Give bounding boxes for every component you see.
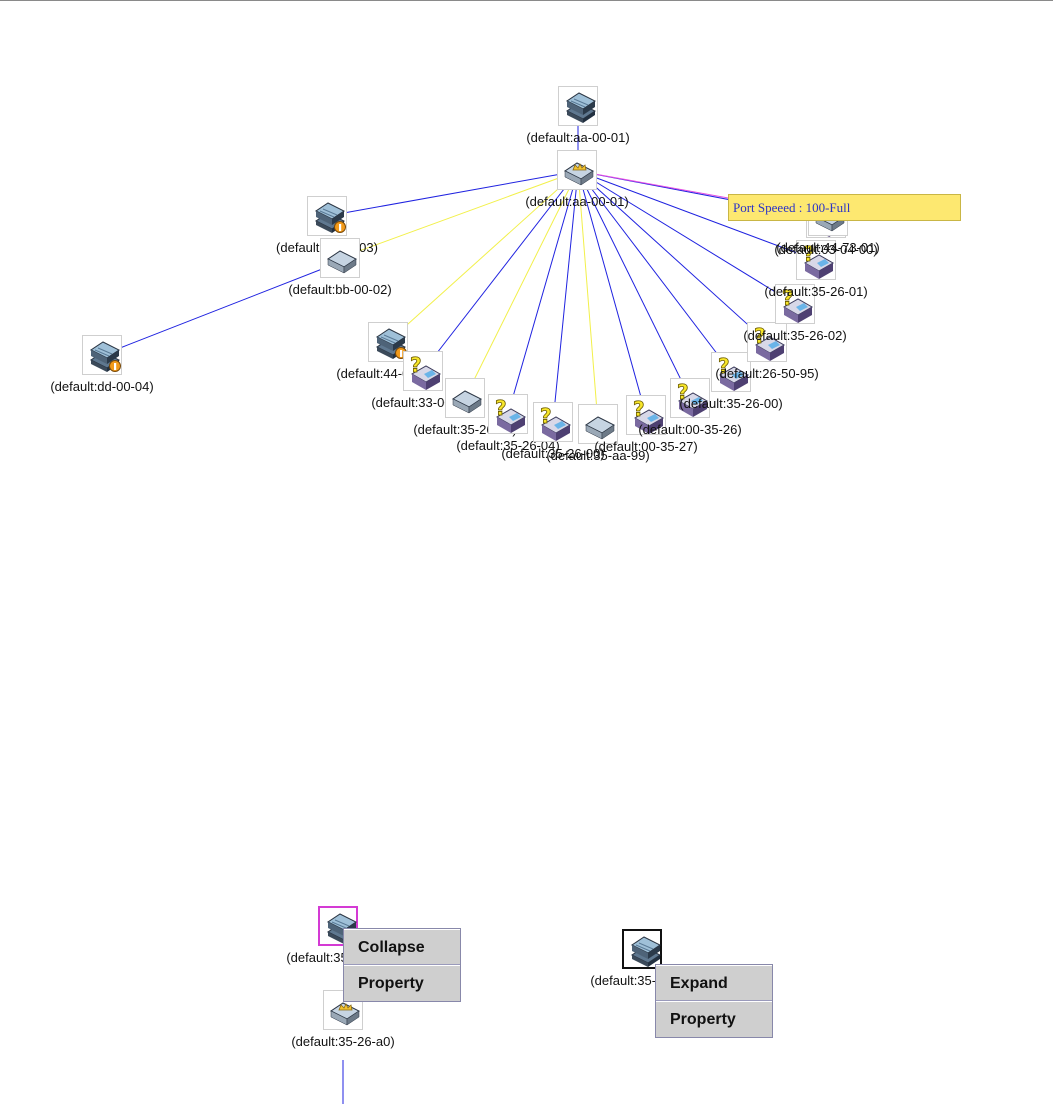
svg-text:?: ?: [633, 398, 645, 421]
server-stack-alert-icon[interactable]: [368, 322, 408, 362]
device-label: (default:35-26-00): [679, 396, 783, 411]
unknown-device-icon[interactable]: ?: [796, 240, 836, 280]
device-label: (default:35-26-02): [743, 328, 847, 343]
device-label: (default:35-26-a0): [291, 1034, 395, 1049]
collapse-menu-item[interactable]: Collapse: [344, 929, 460, 965]
expand-menu-item[interactable]: Expand: [656, 965, 772, 1001]
device-label: (default:aa-00-01): [526, 130, 630, 145]
unknown-device-icon[interactable]: ?: [670, 378, 710, 418]
link-hub-to-n003526: [577, 170, 691, 399]
link-hub-to-n265095: [577, 170, 768, 343]
device-label: (default:bb-00-02): [288, 282, 392, 297]
server-stack-icon[interactable]: [558, 86, 598, 126]
link-hub-to-n352602: [577, 170, 796, 305]
link-hub-to-n352601: [577, 170, 817, 261]
unknown-device-icon[interactable]: ?: [747, 322, 787, 362]
device-label: (default:00-35-27): [594, 439, 698, 454]
device-label: (default:26-50-95): [715, 366, 819, 381]
device-label: (default:44-73-01): [776, 240, 880, 255]
device-label: (default:00-35-26): [638, 422, 742, 437]
switch-icon[interactable]: [578, 404, 618, 444]
device-label: (default:35-26-01): [764, 284, 868, 299]
svg-text:?: ?: [410, 354, 422, 377]
svg-text:?: ?: [803, 243, 815, 266]
link-hub-to-cc0003: [326, 170, 579, 217]
server-stack-icon[interactable]: [622, 929, 662, 969]
link-hub-to-n3526a0: [464, 170, 579, 399]
switch-icon[interactable]: [320, 238, 360, 278]
unknown-device-icon[interactable]: ?: [533, 402, 573, 442]
link-bb0002-to-dd0004: [119, 261, 341, 349]
device-label: (default:aa-00-01): [525, 194, 629, 209]
context-menu-expand: Expand Property: [655, 964, 773, 1038]
svg-text:?: ?: [495, 397, 507, 420]
device-label: (default:35-26-00): [501, 446, 605, 461]
svg-text:?: ?: [718, 355, 730, 378]
link-hub-to-n352604: [507, 170, 579, 415]
device-label: (default:03-04-00): [774, 242, 878, 257]
svg-text:?: ?: [677, 381, 689, 404]
server-stack-alert-icon[interactable]: [82, 335, 122, 375]
svg-text:?: ?: [540, 405, 552, 428]
link-hub-to-n35aa99: [577, 170, 599, 425]
unknown-device-icon[interactable]: ?: [775, 284, 815, 324]
context-menu-collapse: Collapse Property: [343, 928, 461, 1002]
link-hub-to-n352600b: [577, 170, 732, 373]
switch-crown-icon[interactable]: [557, 150, 597, 190]
device-label: (default:44-00-10): [336, 366, 440, 381]
switch-icon[interactable]: [445, 378, 485, 418]
server-stack-alert-icon[interactable]: [307, 196, 347, 236]
unknown-device-icon[interactable]: ?: [403, 351, 443, 391]
device-label: (default:35-aa-99): [546, 448, 650, 463]
link-hub-to-n440010: [387, 170, 579, 343]
device-label: (default:dd-00-04): [50, 379, 154, 394]
link-hub-to-n330009: [422, 170, 579, 372]
unknown-device-icon[interactable]: ?: [626, 395, 666, 435]
svg-text:?: ?: [782, 287, 794, 310]
property-menu-item-2[interactable]: Property: [656, 1001, 772, 1037]
link-hub-to-n352600a: [552, 170, 579, 423]
unknown-device-icon[interactable]: ?: [711, 352, 751, 392]
link-hub-to-n003527: [577, 170, 647, 416]
property-menu-item[interactable]: Property: [344, 965, 460, 1001]
window-top-border: [0, 0, 1053, 1]
port-speed-tooltip: Port Speeed : 100-Full: [728, 194, 961, 221]
unknown-device-icon[interactable]: ?: [488, 394, 528, 434]
svg-text:?: ?: [754, 325, 766, 348]
link-hub-to-bb0002: [339, 170, 579, 259]
